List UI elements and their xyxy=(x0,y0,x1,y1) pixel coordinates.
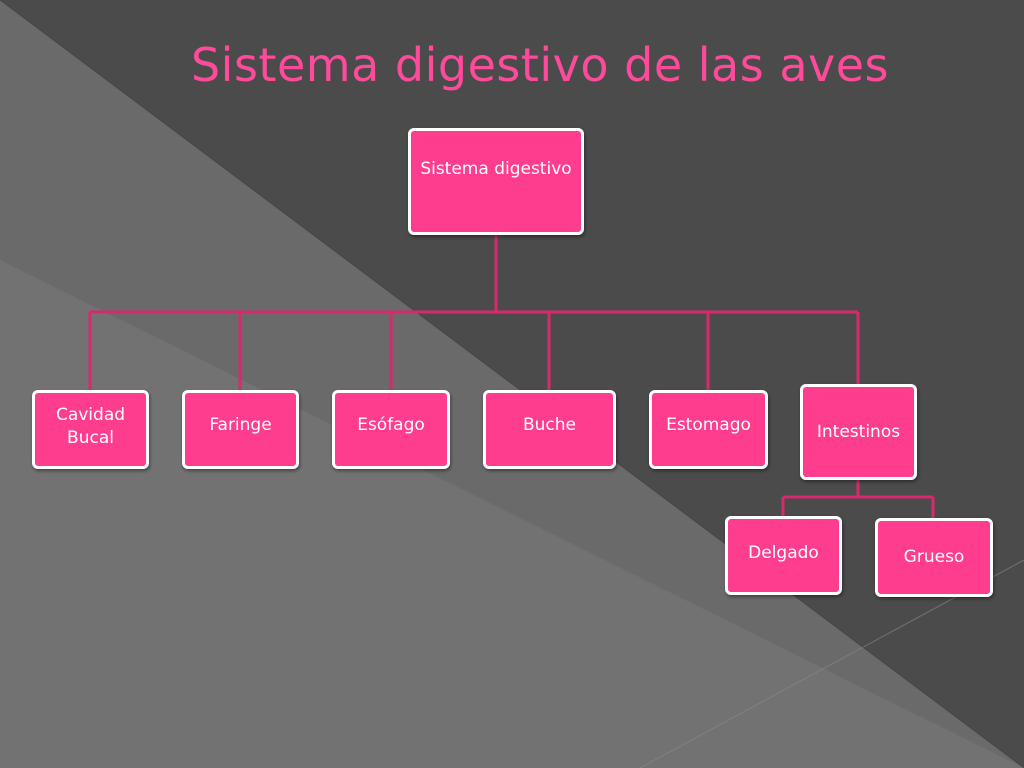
node-intestinos: Intestinos xyxy=(800,384,917,480)
node-grueso: Grueso xyxy=(875,518,993,597)
node-buche: Buche xyxy=(483,390,616,469)
slide-title: Sistema digestivo de las aves xyxy=(190,38,889,92)
node-esofago: Esófago xyxy=(332,390,450,469)
node-sistema-digestivo: Sistema digestivo xyxy=(408,128,584,235)
node-estomago: Estomago xyxy=(649,390,768,469)
node-cavidad-bucal: Cavidad Bucal xyxy=(32,390,149,469)
node-faringe: Faringe xyxy=(182,390,299,469)
node-delgado: Delgado xyxy=(725,516,842,595)
